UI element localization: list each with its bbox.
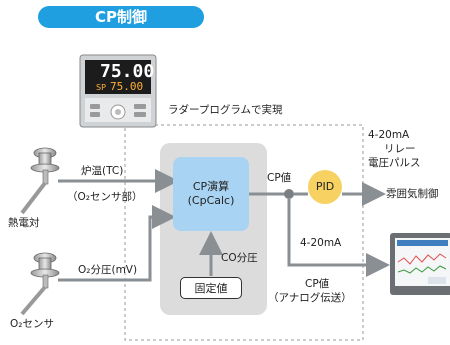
- output-spec-line3: 電圧パルス: [368, 157, 421, 169]
- thermocouple-label: 熱電対: [8, 217, 40, 229]
- output-spec-line2: リレー: [384, 143, 416, 155]
- thermocouple-icon: [20, 147, 60, 215]
- atmosphere-control-label: 雰囲気制御: [386, 188, 439, 200]
- controller-sp: 75.00: [110, 80, 144, 93]
- cp-value-bottom-label: CP値: [305, 278, 330, 290]
- o2-sensor-label: O₂センサ: [10, 318, 54, 330]
- recorder-device: [390, 233, 450, 295]
- junction-dot: [284, 189, 294, 199]
- ladder-frame: [124, 124, 364, 341]
- ladder-label: ラダープログラムで実現: [168, 104, 283, 116]
- analog-ma-label: 4-20mA: [300, 237, 342, 249]
- furnace-temp-label: 炉温(TC): [81, 165, 124, 177]
- cp-calc-line2: (CpCalc): [187, 194, 235, 207]
- controller-sp-tag: SP: [96, 83, 106, 92]
- co-partial-label: CO分圧: [221, 252, 258, 264]
- pid-circle: PID: [308, 170, 342, 204]
- arrow-analog: [287, 199, 390, 277]
- arrow-o2-pressure: [58, 205, 176, 282]
- title-pill: CP制御: [38, 6, 204, 28]
- cp-calc-box: CP演算 (CpCalc): [173, 157, 249, 231]
- o2-pressure-label: O₂分圧(mV): [78, 264, 138, 276]
- o2-sensor-icon: [20, 252, 60, 316]
- cp-calc-line1: CP演算: [192, 180, 230, 193]
- controller-pv: 75.00: [100, 61, 155, 82]
- analog-transmit-label: （アナログ伝送）: [268, 292, 352, 304]
- cp-value-top-label: CP値: [267, 172, 292, 184]
- controller-device: [79, 54, 157, 128]
- fixed-value-box: 固定値: [180, 277, 242, 299]
- o2-sensor-part-label: （O₂センサ部）: [67, 191, 143, 203]
- output-spec-line1: 4-20mA: [368, 129, 410, 141]
